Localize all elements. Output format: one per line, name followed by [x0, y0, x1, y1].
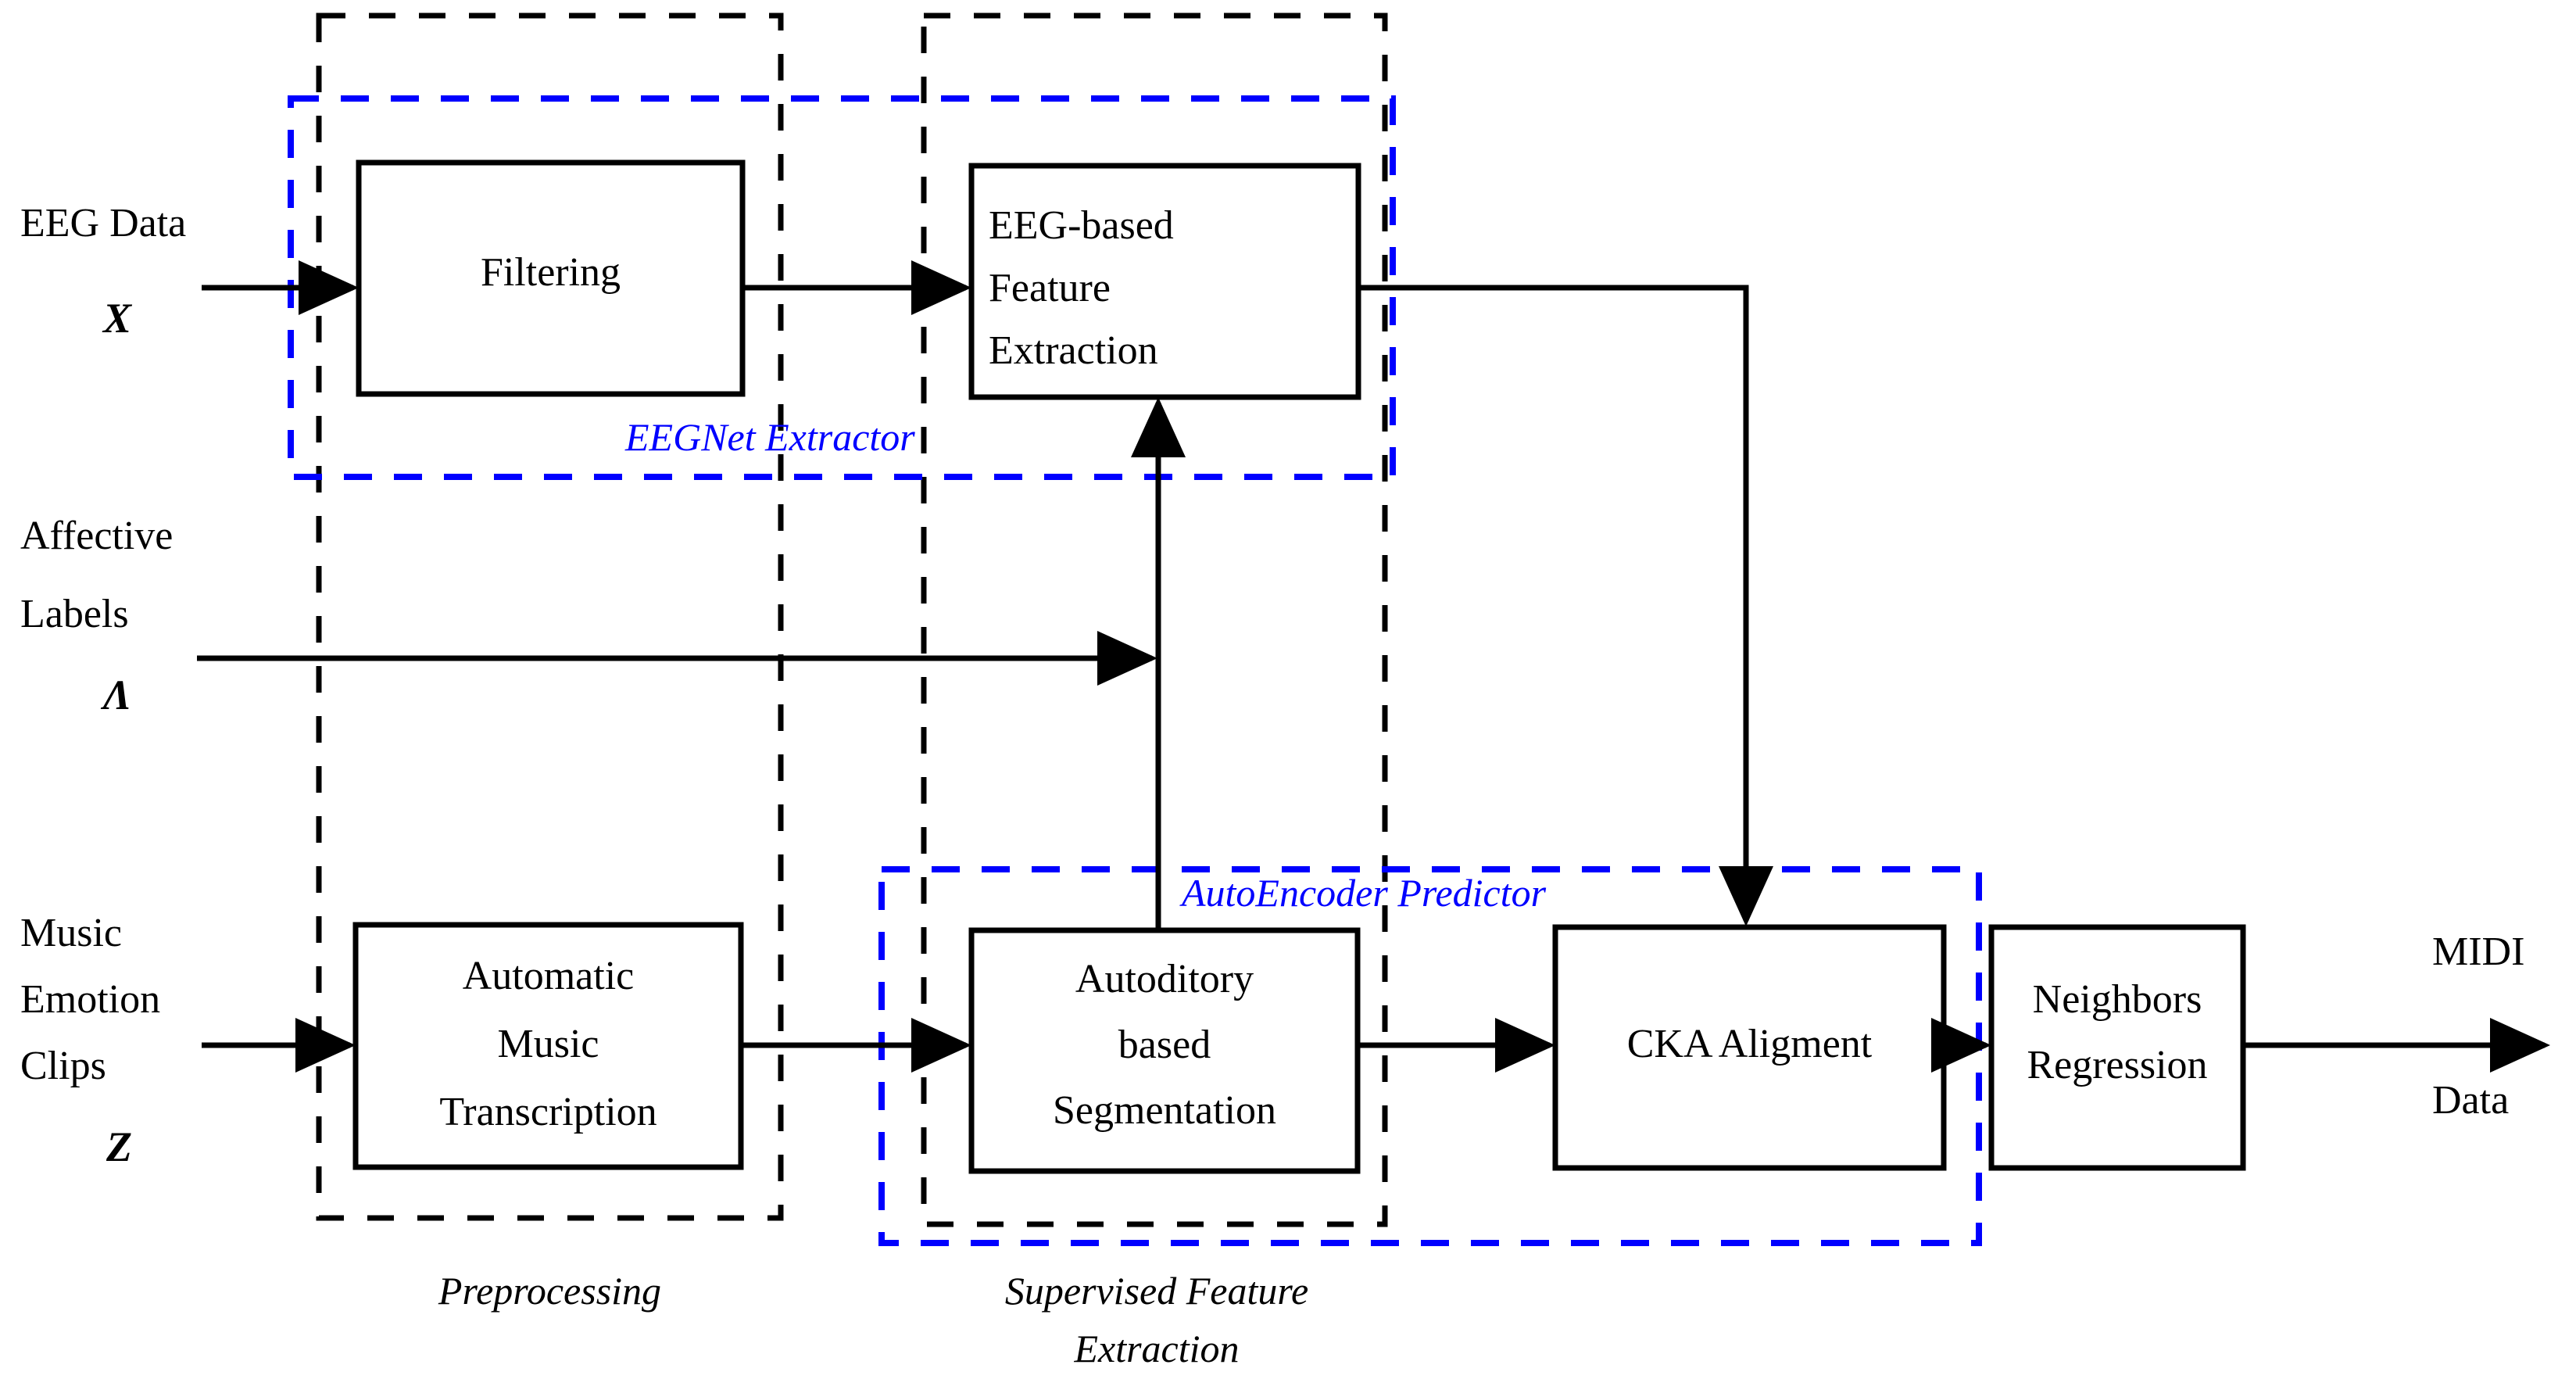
- input-music-symbol: Z: [106, 1123, 132, 1170]
- block-amt-line2: Music: [497, 1022, 599, 1066]
- block-autoditory-segmentation[interactable]: [968, 927, 1361, 1174]
- group-autoencoder-label: AutoEncoder Predictor: [1182, 871, 1547, 915]
- block-amt-line1: Automatic: [462, 954, 635, 998]
- block-filtering-label: Filtering: [480, 250, 621, 295]
- input-music-line2: Emotion: [20, 977, 161, 1022]
- block-neighbors-regression[interactable]: [1988, 924, 2246, 1171]
- input-eeg-title: EEG Data: [20, 201, 187, 245]
- group-preprocessing-boundary: [316, 13, 784, 1221]
- group-autoencoder-boundary: [878, 866, 1982, 1246]
- group-supervised-label-line2: Extraction: [1074, 1327, 1240, 1370]
- block-eeg-feature-extraction[interactable]: [968, 163, 1361, 400]
- arrow-eeg-feature-to-cka: [1358, 285, 1773, 926]
- block-amt-line3: Transcription: [439, 1090, 657, 1134]
- input-labels-line2: Labels: [20, 592, 129, 636]
- block-cka-label: CKA Aligment: [1626, 1022, 1873, 1066]
- block-segmentation-line2: based: [1118, 1023, 1211, 1067]
- block-neighbors-line2: Regression: [2027, 1043, 2208, 1087]
- input-labels-symbol: Λ: [103, 672, 132, 718]
- block-eeg-feature-line1: EEG-based: [989, 203, 1174, 248]
- group-preprocessing-label: Preprocessing: [438, 1269, 662, 1313]
- output-midi-line2: Data: [2432, 1078, 2510, 1123]
- block-automatic-music-transcription[interactable]: [352, 922, 744, 1170]
- input-music-line1: Music: [20, 911, 122, 955]
- block-filtering[interactable]: [356, 159, 746, 397]
- input-music-line3: Clips: [20, 1044, 106, 1088]
- block-segmentation-line1: Autoditory: [1075, 957, 1254, 1001]
- block-segmentation-line3: Segmentation: [1053, 1088, 1276, 1133]
- input-eeg-symbol: X: [103, 295, 132, 342]
- block-neighbors-line1: Neighbors: [2032, 977, 2202, 1022]
- group-supervised-label-line1: Supervised Feature: [1004, 1269, 1309, 1313]
- block-eeg-feature-line2: Feature: [989, 266, 1111, 310]
- block-eeg-feature-line3: Extraction: [989, 328, 1158, 373]
- input-labels-line1: Affective: [20, 514, 174, 558]
- output-midi-line1: MIDI: [2432, 930, 2525, 974]
- group-eegnet-label: EEGNet Extractor: [625, 415, 915, 459]
- group-supervised-boundary: [921, 13, 1388, 1227]
